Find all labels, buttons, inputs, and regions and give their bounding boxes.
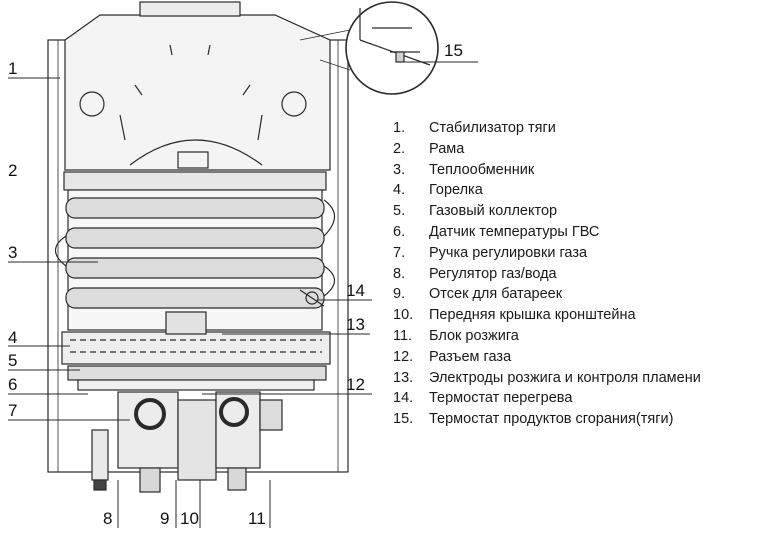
callout-14: 14 — [346, 281, 365, 300]
legend-item-number: 5. — [393, 203, 406, 220]
legend-item: 7. Ручка регулировки газа — [393, 243, 701, 264]
legend-item-number: 9. — [393, 286, 406, 303]
legend-item-label: Стабилизатор тяги — [429, 120, 556, 136]
legend-item-label: Отсек для батареек — [429, 286, 563, 303]
legend-item-number: 2. — [393, 140, 406, 157]
callout-12: 12 — [346, 375, 365, 394]
callout-4: 4 — [8, 328, 17, 347]
callout-9: 9 — [160, 509, 169, 528]
legend-item-number: 12. — [393, 348, 414, 365]
legend-item-label: Термостат перегрева — [429, 390, 573, 407]
callout-10: 10 — [180, 509, 199, 528]
legend-item-label: Электроды розжига и контроля пламени — [429, 369, 701, 386]
legend-item: 2. Рама — [393, 139, 701, 160]
burner — [61, 311, 331, 391]
legend-item: 12. Разъем газа — [393, 347, 701, 368]
legend-item: 1. Стабилизатор тяги — [393, 118, 701, 139]
legend-item-label: Блок розжига — [429, 327, 519, 344]
legend-item: 3. Теплообменник — [393, 160, 701, 181]
legend-item-number: 7. — [393, 244, 406, 261]
callout-1: 1 — [8, 59, 17, 78]
legend-item: 6. Датчик температуры ГВС — [393, 222, 701, 243]
callout-6: 6 — [8, 375, 17, 394]
legend-item: 5. Газовый коллектор — [393, 201, 701, 222]
gas-water-regulator — [91, 391, 283, 493]
callout-7: 7 — [8, 401, 17, 420]
overheat-thermostat — [299, 289, 325, 307]
legend-item: 11. Блок розжига — [393, 326, 701, 347]
legend-item-label: Газовый коллектор — [429, 203, 558, 220]
legend-item-number: 13. — [393, 369, 414, 386]
legend-item-number: 1. — [393, 120, 406, 136]
legend-item-label: Ручка регулировки газа — [429, 244, 588, 261]
legend-item-number: 14. — [393, 390, 414, 407]
legend-item: 8. Регулятор газ/вода — [393, 264, 701, 285]
component-legend: 1. Стабилизатор тяги 2. Рама 3. Теплообменн… — [393, 118, 701, 430]
legend-item-label: Теплообменник — [429, 161, 535, 178]
legend-item: 14. Термостат перегрева — [393, 388, 701, 409]
legend-item: 13. Электроды розжига и контроля пламени — [393, 368, 701, 389]
legend-item-number: 8. — [393, 265, 406, 282]
legend-item-label: Термостат продуктов сгорания(тяги) — [429, 411, 674, 428]
legend-item-number: 4. — [393, 182, 406, 199]
callout-11: 11 — [248, 509, 266, 528]
legend-item-number: 6. — [393, 223, 406, 240]
legend-item-label: Датчик температуры ГВС — [429, 223, 600, 240]
callout-15: 15 — [444, 41, 463, 60]
legend-item-number: 10. — [393, 307, 414, 324]
legend-item-label: Горелка — [429, 182, 483, 199]
legend-item: 10. Передняя крышка кронштейна — [393, 305, 701, 326]
legend-item-number: 3. — [393, 161, 406, 178]
legend-item-number: 11. — [393, 327, 413, 344]
legend-item: 9. Отсек для батареек — [393, 284, 701, 305]
callout-13: 13 — [346, 315, 365, 334]
legend-item-label: Разъем газа — [429, 348, 512, 365]
draft-hood — [64, 1, 331, 171]
legend-item-label: Передняя крышка кронштейна — [429, 307, 636, 324]
callout-5: 5 — [8, 351, 17, 370]
legend-item-label: Регулятор газ/вода — [429, 265, 557, 282]
legend-item-label: Рама — [429, 140, 465, 157]
leader-lines — [8, 61, 478, 528]
callout-2: 2 — [8, 161, 17, 180]
callout-3: 3 — [8, 243, 17, 262]
legend-item: 15. Термостат продуктов сгорания(тяги) — [393, 409, 701, 430]
flue-thermostat-detail — [299, 1, 439, 95]
legend-item-number: 15. — [393, 411, 414, 428]
heat-exchanger — [54, 171, 336, 331]
callout-8: 8 — [103, 509, 112, 528]
legend-item: 4. Горелка — [393, 180, 701, 201]
